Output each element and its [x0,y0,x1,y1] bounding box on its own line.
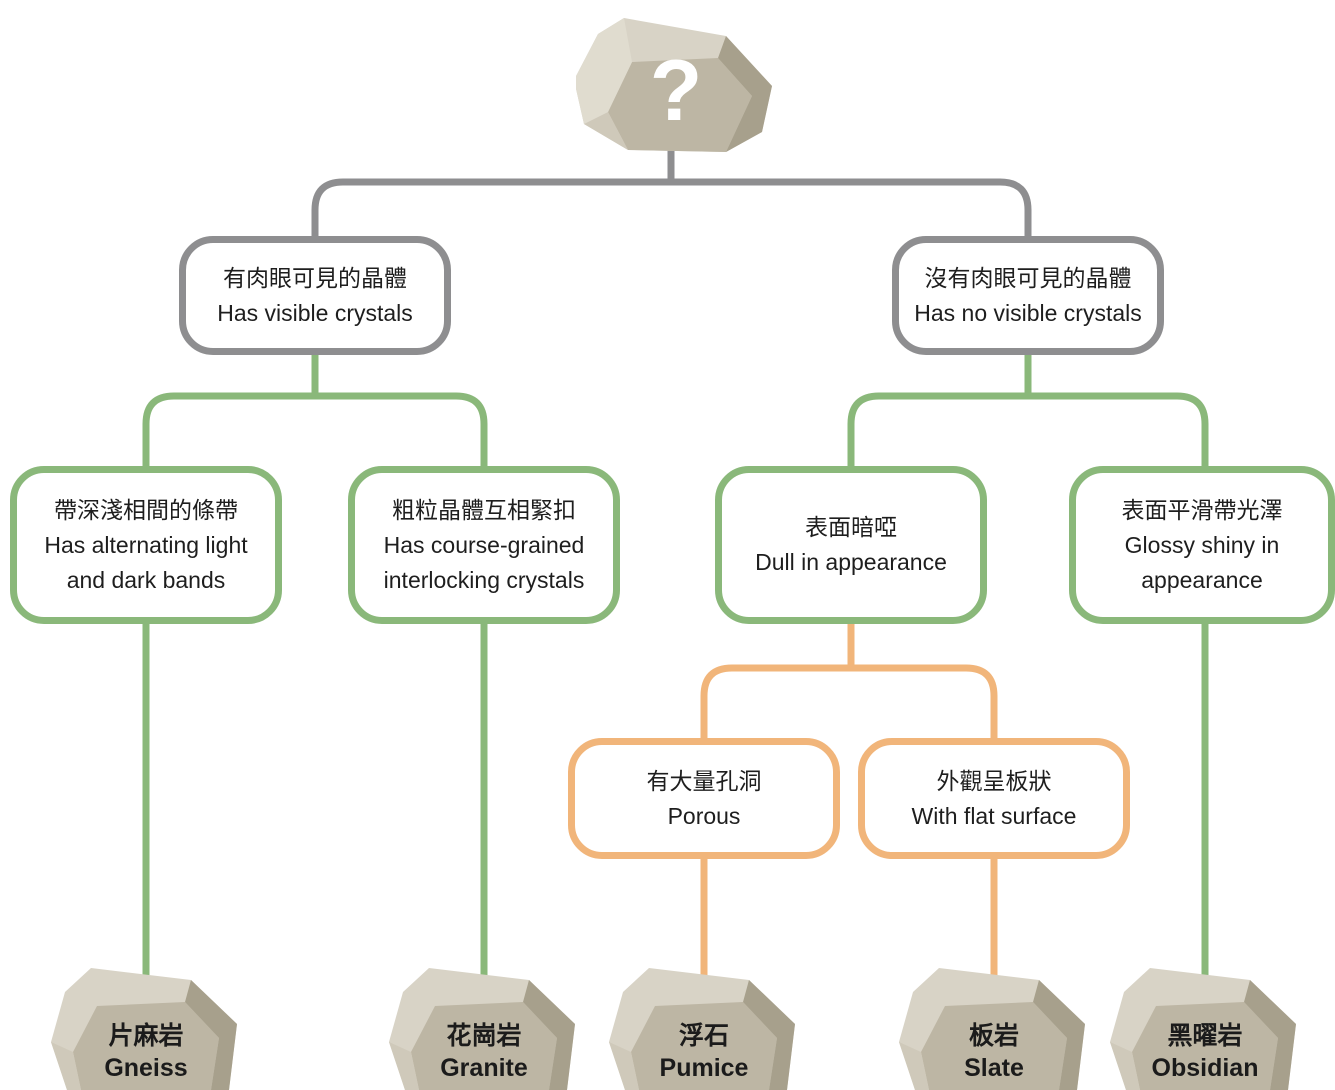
connector-dull-branch [700,664,998,742]
rock-icon [609,968,795,1090]
rock-slate: 板岩 Slate [899,962,1089,1090]
connector-root-branch [311,178,1032,240]
node-flat-surface-zh: 外觀呈板狀 [936,767,1052,794]
node-glossy: 表面平滑帶光澤 Glossy shiny in appearance [1069,466,1335,624]
node-coarse-grained-en-line1: Has course-grained [383,531,585,558]
node-flat-surface: 外觀呈板狀 With flat surface [858,738,1130,859]
node-dull: 表面暗啞 Dull in appearance [715,466,987,624]
node-no-visible-crystals: 沒有肉眼可見的晶體 Has no visible crystals [892,236,1164,355]
node-no-visible-crystals-en: Has no visible crystals [914,299,1142,326]
rock-granite-zh: 花崗岩 [446,1022,522,1050]
node-dull-en: Dull in appearance [755,549,947,575]
node-coarse-grained-en-line2: interlocking crystals [383,566,585,593]
node-glossy-en-line2: appearance [1141,566,1263,593]
rock-question-icon [576,18,772,152]
node-porous-zh: 有大量孔洞 [646,767,762,794]
node-visible-crystals: 有肉眼可見的晶體 Has visible crystals [179,236,451,355]
rock-icon [1110,968,1296,1090]
rock-obsidian-en: Obsidian [1151,1054,1259,1082]
rock-icon [899,968,1085,1090]
node-banded-en-line2: and dark bands [66,566,226,593]
rock-icon [51,968,237,1090]
rock-granite-en: Granite [440,1054,528,1082]
node-porous-en: Porous [667,802,741,829]
node-coarse-grained: 粗粒晶體互相緊扣 Has course-grained interlocking… [348,466,620,624]
rock-pumice-zh: 浮石 [678,1022,729,1050]
root-rock: ? [576,14,776,154]
node-banded-en-line1: Has alternating light [44,531,248,558]
node-visible-crystals-zh: 有肉眼可見的晶體 [223,264,407,291]
node-banded-zh: 帶深淺相間的條帶 [54,496,238,523]
rock-granite: 花崗岩 Granite [389,962,579,1090]
rock-obsidian-zh: 黑曜岩 [1167,1022,1243,1050]
rock-gneiss-en: Gneiss [104,1054,188,1082]
rock-slate-en: Slate [964,1054,1024,1082]
node-glossy-zh: 表面平滑帶光澤 [1121,496,1283,523]
node-banded: 帶深淺相間的條帶 Has alternating light and dark … [10,466,282,624]
rock-icon [389,968,575,1090]
node-flat-surface-en: With flat surface [911,802,1077,829]
question-mark: ? [649,43,703,139]
node-no-visible-crystals-zh: 沒有肉眼可見的晶體 [924,264,1132,291]
connector-visible-branch [142,392,488,470]
node-coarse-grained-zh: 粗粒晶體互相緊扣 [392,496,576,523]
node-visible-crystals-en: Has visible crystals [217,299,413,326]
node-glossy-en-line1: Glossy shiny in [1124,531,1280,558]
rock-gneiss: 片麻岩 Gneiss [51,962,241,1090]
rock-pumice: 浮石 Pumice [609,962,799,1090]
node-porous: 有大量孔洞 Porous [568,738,840,859]
rock-pumice-en: Pumice [659,1054,749,1082]
node-dull-zh: 表面暗啞 [805,514,897,540]
rock-slate-zh: 板岩 [968,1022,1019,1050]
connector-not-visible-branch [847,392,1209,470]
rock-gneiss-zh: 片麻岩 [108,1022,184,1050]
rock-obsidian: 黑曜岩 Obsidian [1110,962,1300,1090]
